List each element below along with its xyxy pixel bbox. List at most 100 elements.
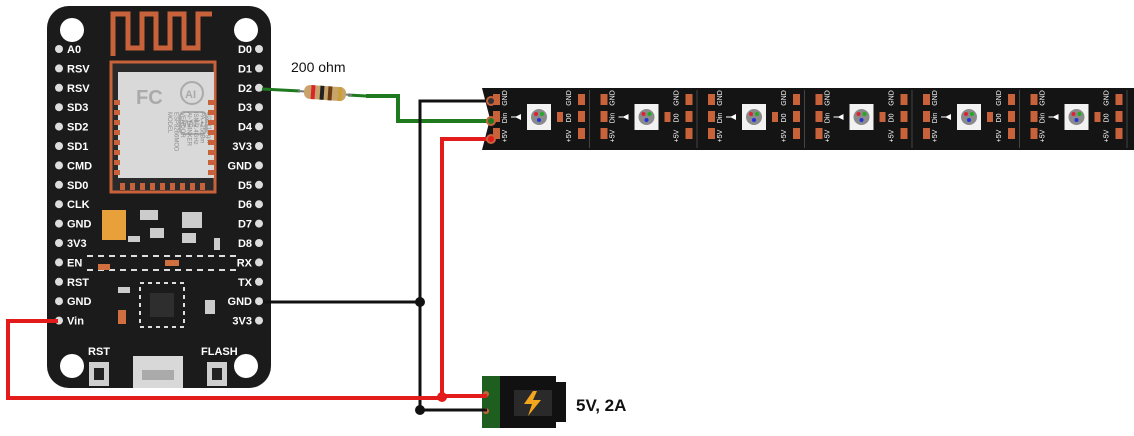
- pin-hole: [55, 122, 63, 131]
- led-die-red: [1071, 112, 1076, 116]
- pin-hole: [255, 83, 263, 92]
- strip-pad: [1030, 128, 1038, 139]
- data-direction-arrow-icon: [515, 114, 521, 120]
- wires: [6, 94, 496, 415]
- usb-port: [142, 370, 174, 380]
- usb-chip-die: [150, 293, 174, 317]
- strip-pad: [793, 128, 800, 139]
- strip-smd-resistor: [987, 112, 993, 122]
- strip-pad-label: Din: [717, 113, 724, 124]
- pin-hole: [255, 200, 263, 209]
- strip-pad: [900, 111, 908, 122]
- resistor-lead: [261, 87, 301, 93]
- right-pin-label: D7: [238, 219, 252, 231]
- module-text-line: ISM 2.4GHz: [192, 112, 198, 145]
- pin-hole: [255, 219, 263, 228]
- led-die-blue: [1074, 118, 1079, 122]
- strip-pad-label: GND: [502, 90, 509, 106]
- left-pin-label: A0: [67, 44, 81, 56]
- strip-pad-label: D0: [889, 113, 896, 122]
- led-die-blue: [537, 118, 541, 122]
- module-pad: [208, 100, 214, 105]
- led-die-red: [856, 112, 861, 116]
- pin-hole: [55, 64, 63, 73]
- strip-smd-resistor: [557, 112, 563, 122]
- right-pin-label: D2: [238, 83, 252, 95]
- right-pin-label: D5: [238, 180, 252, 192]
- ai-logo-ring: [180, 81, 204, 105]
- smd-resistor: [98, 264, 110, 270]
- strip-pad: [1115, 94, 1123, 105]
- strip-pad-label: GND: [674, 90, 681, 106]
- module-pad: [150, 183, 155, 190]
- strip-pad-label: D0: [674, 113, 681, 122]
- left-pin-label: GND: [67, 296, 92, 308]
- pin-hole: [55, 200, 63, 209]
- module-pad: [114, 110, 120, 115]
- pin-hole: [255, 297, 263, 306]
- strip-pad-label: GND: [932, 90, 939, 106]
- left-pin-label: SD2: [67, 122, 88, 134]
- capacitor: [102, 210, 126, 240]
- strip-pad-label: +5V: [610, 129, 617, 142]
- module-pad: [130, 183, 135, 190]
- led-die-blue: [644, 118, 649, 122]
- pin-hole: [55, 142, 63, 150]
- strip-smd-resistor: [772, 112, 778, 122]
- pin-hole: [55, 45, 63, 53]
- led-die-green: [647, 112, 652, 116]
- resistor: [261, 84, 367, 102]
- pin-hole: [55, 161, 63, 170]
- jack-rim: [556, 382, 566, 422]
- strip-pad: [793, 94, 800, 105]
- strip-pad-label: +5V: [996, 129, 1003, 142]
- fc-logo: FC: [136, 87, 163, 109]
- pin-hole: [255, 45, 263, 53]
- strip-pad: [923, 94, 930, 105]
- right-pin-label: D4: [238, 122, 253, 134]
- flash-button-label: FLASH: [201, 346, 238, 358]
- right-pin-label: D1: [238, 63, 252, 75]
- module-text-line: AI-THINKER: [186, 112, 192, 147]
- strip-pad-label: GND: [610, 90, 617, 106]
- strip-smd-resistor: [879, 112, 886, 122]
- module-pad: [140, 183, 145, 190]
- strip-pad: [815, 128, 823, 139]
- mount-hole: [234, 354, 258, 378]
- led-die-blue: [967, 118, 971, 122]
- pin-hole: [255, 258, 263, 267]
- data-direction-arrow-icon: [1052, 114, 1059, 120]
- data-direction-arrow-icon: [945, 114, 951, 120]
- led-die-green: [755, 112, 759, 116]
- strip-pad-label: GND: [717, 90, 724, 106]
- module-pad: [114, 170, 120, 175]
- pin-hole: [255, 161, 263, 170]
- module-text-line: ESP8266MOD: [173, 112, 179, 152]
- strip-pad: [493, 111, 500, 122]
- left-pin-label: RSV: [67, 83, 90, 95]
- strip-pad-label: D0: [781, 113, 788, 122]
- strip-pad-label: GND: [825, 90, 832, 106]
- pin-hole: [255, 103, 263, 112]
- right-pin-label: GND: [228, 160, 253, 172]
- pin-hole: [55, 180, 63, 189]
- wifi-logo: WiFi: [182, 119, 203, 130]
- strip-pad-label: D0: [566, 113, 573, 122]
- left-pin-label: GND: [67, 219, 92, 231]
- led-die-green: [862, 112, 867, 116]
- strip-pad: [578, 128, 585, 139]
- power-supply-label: 5V, 2A: [576, 396, 626, 415]
- module-pad: [208, 140, 214, 145]
- strip-pad-label: +5V: [1040, 129, 1047, 142]
- ground-wire: [418, 99, 491, 412]
- led-segments: GNDDin+5VGNDD0+5VGNDDin+5VGNDD0+5VGNDDin…: [493, 90, 1128, 148]
- antenna-trace: [110, 11, 212, 56]
- right-pin-label: D6: [238, 199, 252, 211]
- strip-pad-label: +5V: [889, 129, 896, 142]
- smd-part: [182, 212, 202, 228]
- module-pad: [114, 120, 120, 125]
- left-pin-label: RST: [67, 277, 89, 289]
- pin-hole: [255, 316, 263, 325]
- strip-pad: [578, 94, 585, 105]
